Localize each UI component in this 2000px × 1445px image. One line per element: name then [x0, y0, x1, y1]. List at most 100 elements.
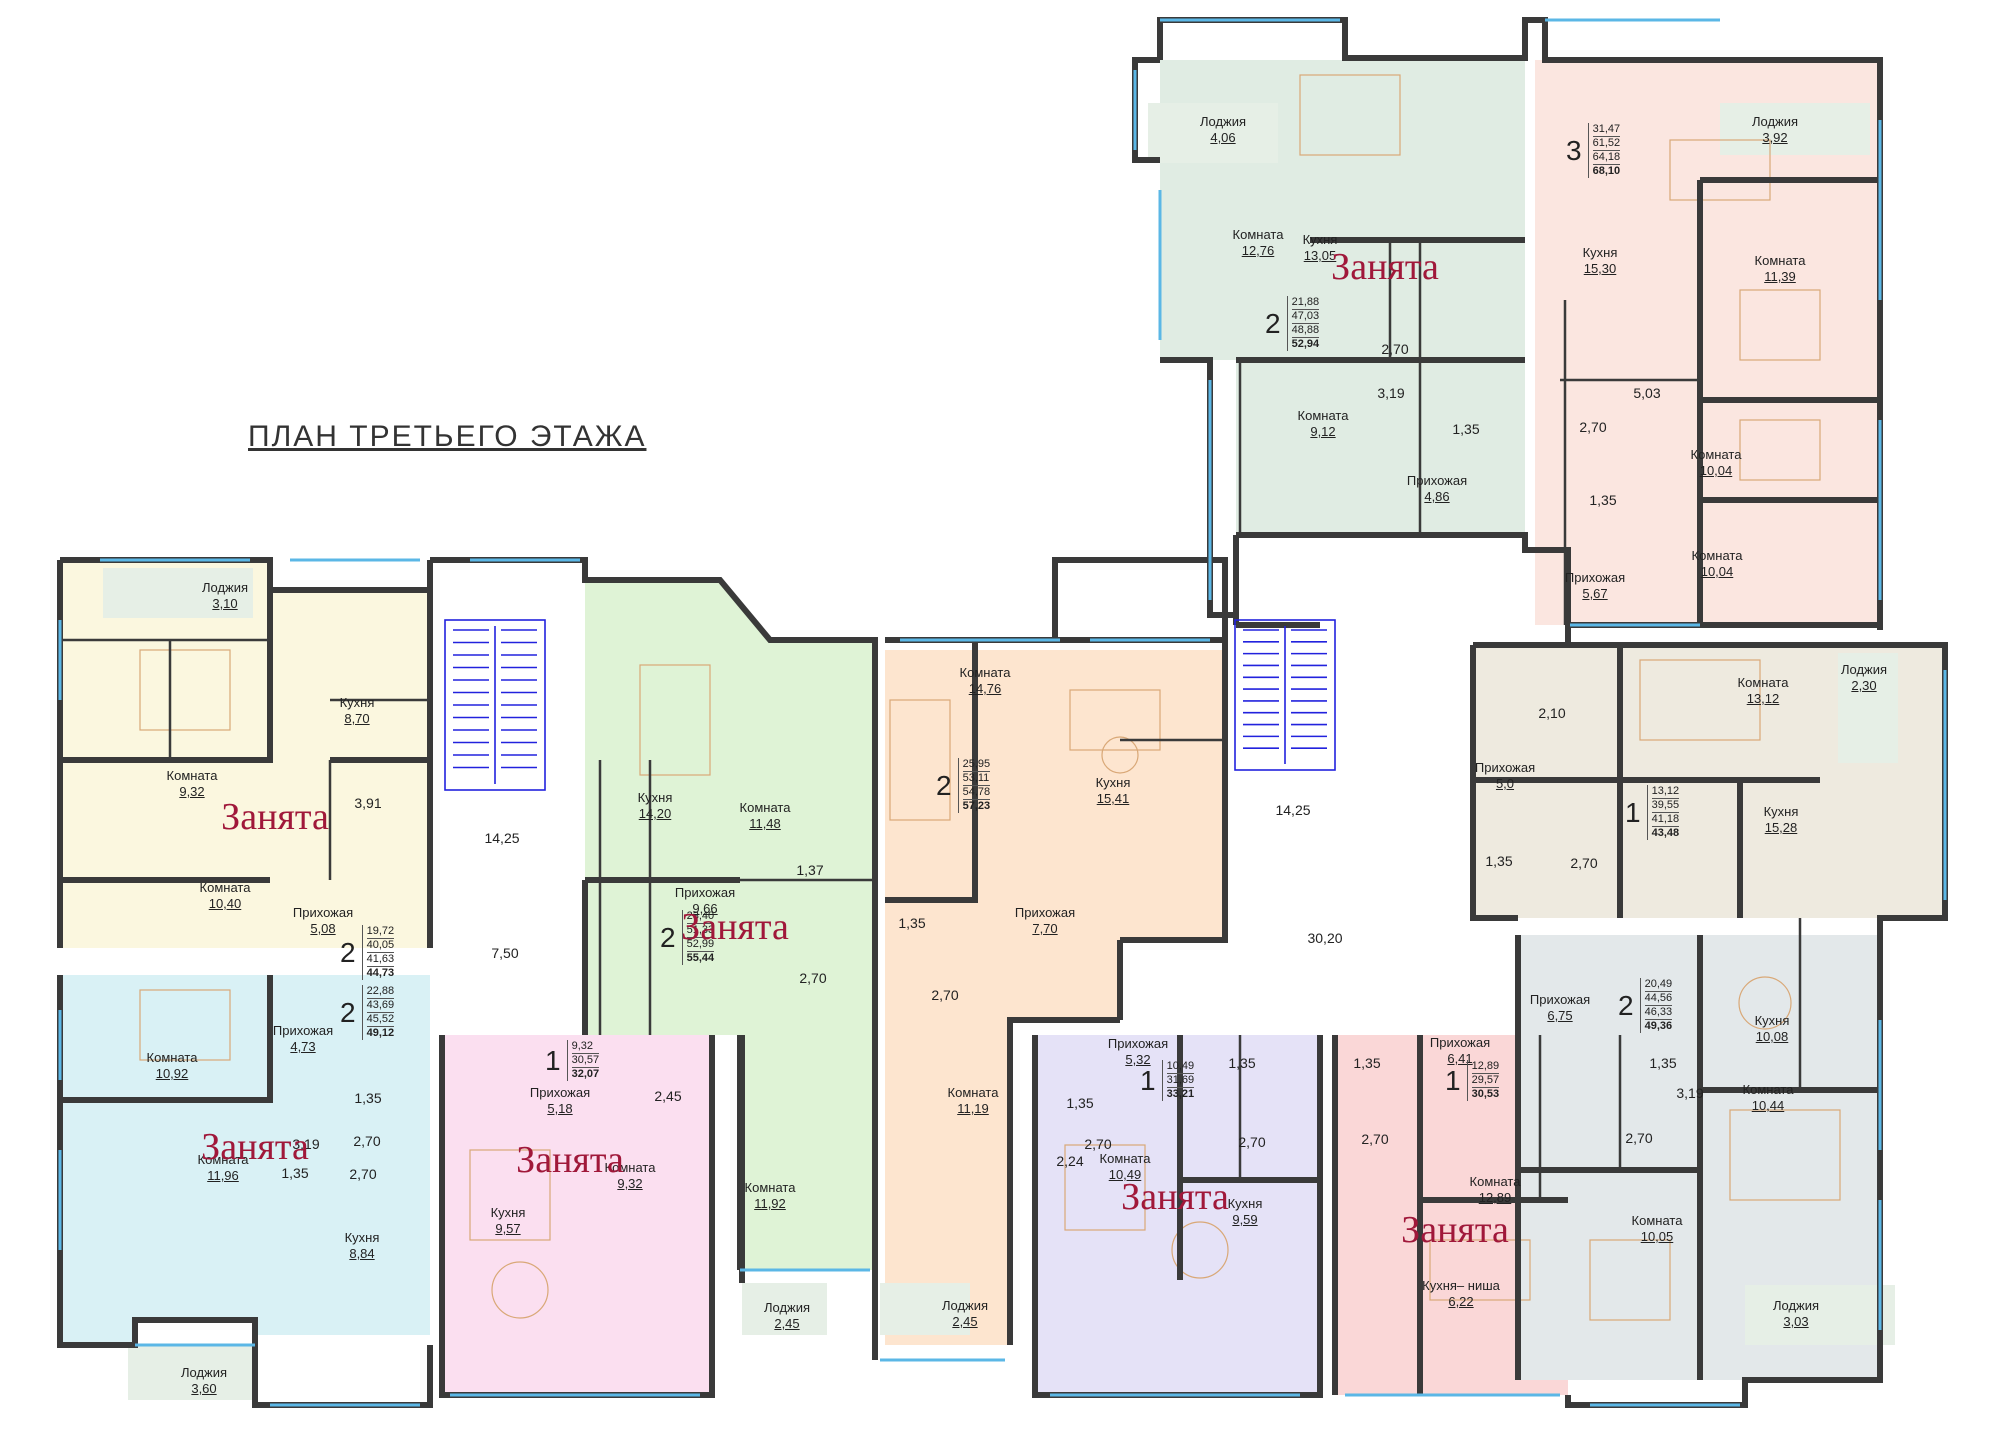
- apartment-fill-10: [1535, 60, 1880, 625]
- area-value: 3,19: [1377, 385, 1405, 401]
- room-area: 9,59: [1232, 1212, 1258, 1227]
- furniture-item: [469, 1149, 551, 1241]
- room-name: Прихожая: [529, 1085, 591, 1100]
- apartment-fill-1: [60, 562, 430, 948]
- area-line: 64,18: [1592, 151, 1621, 165]
- room-area: 9,57: [495, 1221, 521, 1236]
- room-name: Комната: [604, 1160, 656, 1175]
- room-name: Кухня: [1754, 1013, 1790, 1028]
- furniture-item: [639, 664, 711, 776]
- stairwell-left: [444, 619, 546, 791]
- area-line: 19,72: [366, 925, 395, 939]
- room-count: 2: [936, 769, 952, 801]
- area-value: 2,70: [1084, 1136, 1112, 1152]
- area-line: 55,44: [686, 952, 715, 964]
- room-name: Кухня: [1582, 245, 1618, 260]
- area-line: 49,12: [366, 1027, 395, 1039]
- room-count: 2: [340, 996, 356, 1028]
- room-area: 12,89: [1478, 1190, 1512, 1205]
- floor-title: ПЛАН ТРЕТЬЕГО ЭТАЖА: [248, 420, 647, 453]
- loggia-fill: [103, 568, 253, 618]
- room-area: 8,84: [349, 1246, 375, 1261]
- area-line: 44,56: [1644, 992, 1673, 1006]
- wall-segment: [1233, 535, 1320, 628]
- area-value: 2,70: [1579, 419, 1607, 435]
- area-line: 29,57: [1471, 1074, 1500, 1088]
- area-value: 1,35: [898, 915, 926, 931]
- stair-frame: [1234, 619, 1336, 771]
- room-area: 4,86: [1424, 489, 1450, 504]
- area-line: 25,95: [962, 758, 991, 772]
- occupied-stamp: Занята: [681, 906, 789, 948]
- room-area: 14,76: [968, 681, 1002, 696]
- area-line: 47,03: [1291, 310, 1320, 324]
- wall-segment: [427, 557, 878, 1360]
- room-count: 3: [1566, 134, 1582, 166]
- stairwell-right: [1234, 619, 1336, 771]
- room-area: 4,73: [290, 1039, 316, 1054]
- area-line: 54,78: [962, 786, 991, 800]
- furniture-outlines: [139, 74, 1841, 1321]
- room-area: 9,12: [1310, 424, 1336, 439]
- area-value: 1,35: [1589, 492, 1617, 508]
- area-line: 45,52: [366, 1013, 395, 1027]
- room-count: 2: [1265, 307, 1281, 339]
- area-value: 1,35: [1452, 421, 1480, 437]
- room-count: 2: [340, 936, 356, 968]
- area-value: 2,45: [654, 1088, 682, 1104]
- room-name: Комната: [1099, 1151, 1151, 1166]
- wall-segment: [60, 590, 430, 1103]
- furniture-item: [1739, 289, 1821, 361]
- area-line: 39,55: [1651, 799, 1680, 813]
- room-area: 2,45: [952, 1314, 978, 1329]
- room-area: 5,67: [1582, 586, 1608, 601]
- wall-segment: [1518, 935, 1880, 1380]
- furniture-item: [1064, 1144, 1146, 1231]
- wall-segment: [585, 877, 745, 1283]
- area-line: 53,11: [962, 772, 991, 786]
- room-name: Прихожая: [292, 905, 354, 920]
- room-name: Комната: [739, 800, 791, 815]
- room-name: Кухня: [1227, 1196, 1263, 1211]
- room-name: Прихожая: [1107, 1036, 1169, 1051]
- area-line: 48,88: [1291, 324, 1320, 338]
- area-line: 43,69: [366, 999, 395, 1013]
- area-value: 1,35: [1649, 1055, 1677, 1071]
- room-area: 14,20: [638, 806, 672, 821]
- area-line: 21,88: [1291, 296, 1320, 310]
- room-name: Комната: [1690, 447, 1742, 462]
- room-area: 3,03: [1783, 1314, 1809, 1329]
- area-line: 22,88: [366, 985, 395, 999]
- room-name: Комната: [166, 768, 218, 783]
- area-value: 1,35: [1353, 1055, 1381, 1071]
- room-area: 5,0: [1495, 776, 1515, 791]
- area-line: 30,57: [571, 1054, 600, 1068]
- area-line: 33,21: [1166, 1088, 1195, 1100]
- room-area: 10,05: [1640, 1229, 1674, 1244]
- area-line: 40,05: [366, 939, 395, 953]
